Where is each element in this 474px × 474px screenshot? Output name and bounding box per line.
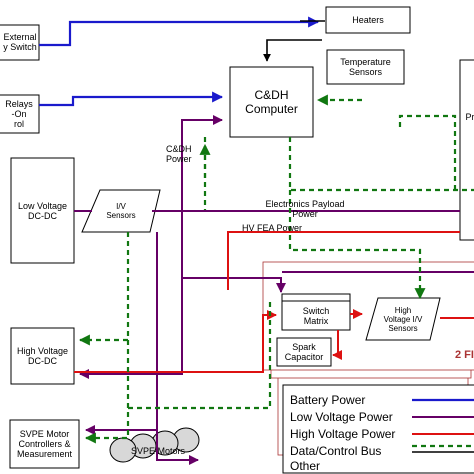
svpe-motors-label: SVPE Motors bbox=[130, 446, 186, 456]
legend-item-other: Other bbox=[290, 459, 321, 473]
spark-capacitor-box bbox=[276, 337, 332, 367]
cdh-computer-box bbox=[229, 66, 314, 138]
legend-item-low-voltage: Low Voltage Power bbox=[290, 410, 393, 424]
high-voltage-dcdc-label: High Voltage DC-DC bbox=[16, 346, 69, 366]
low-voltage-power-lines bbox=[74, 115, 474, 465]
svpe-motor-controllers-box bbox=[9, 419, 80, 469]
relays-box bbox=[0, 94, 40, 134]
legend-item-high-voltage: High Voltage Power bbox=[290, 427, 396, 441]
pr-box bbox=[459, 59, 474, 241]
low-voltage-dcdc-label: Low Voltage DC-DC bbox=[17, 200, 68, 221]
external-switch-box bbox=[0, 24, 40, 61]
svpe-motors-drawing bbox=[109, 427, 200, 463]
low-voltage-dcdc-box bbox=[10, 157, 75, 264]
relays-label: Relays -On rol bbox=[5, 99, 33, 129]
svpe-motor-controllers-label: SVPE Motor Controllers & Measurement bbox=[16, 429, 73, 459]
heaters-box bbox=[325, 6, 411, 34]
battery-power-lines bbox=[39, 16, 474, 402]
spark-capacitor-label: Spark Capacitor bbox=[284, 342, 324, 362]
electronics-payload-power-label: Electronics Payload Power bbox=[265, 199, 345, 219]
legend-item-battery: Battery Power bbox=[290, 393, 366, 407]
external-switch-label: External y Switch bbox=[3, 32, 37, 52]
pr-label: Pr bbox=[465, 112, 474, 122]
cdh-computer-label: C&DH Computer bbox=[245, 88, 298, 116]
switch-matrix-box bbox=[281, 293, 351, 331]
switch-matrix-label: Switch Matrix bbox=[302, 305, 330, 326]
temperature-sensors-label: Temperature Sensors bbox=[340, 57, 391, 77]
hv-iv-sensors-label: High Voltage I/V Sensors bbox=[383, 305, 423, 333]
hv-fea-power-label: HV FEA Power bbox=[242, 223, 303, 233]
iv-sensors-box bbox=[81, 189, 161, 233]
high-voltage-dcdc-box bbox=[10, 327, 75, 385]
heaters-label: Heaters bbox=[352, 15, 384, 25]
legend-item-data-bus: Data/Control Bus bbox=[290, 444, 382, 458]
temperature-sensors-box bbox=[326, 49, 405, 85]
other-lines bbox=[263, 20, 474, 453]
cdh-power-label: C&DH Power bbox=[166, 144, 192, 164]
two-fi-label: 2 FI bbox=[455, 349, 474, 361]
data-bus-lines bbox=[78, 94, 474, 448]
iv-sensors-label: I/V Sensors bbox=[106, 202, 136, 220]
